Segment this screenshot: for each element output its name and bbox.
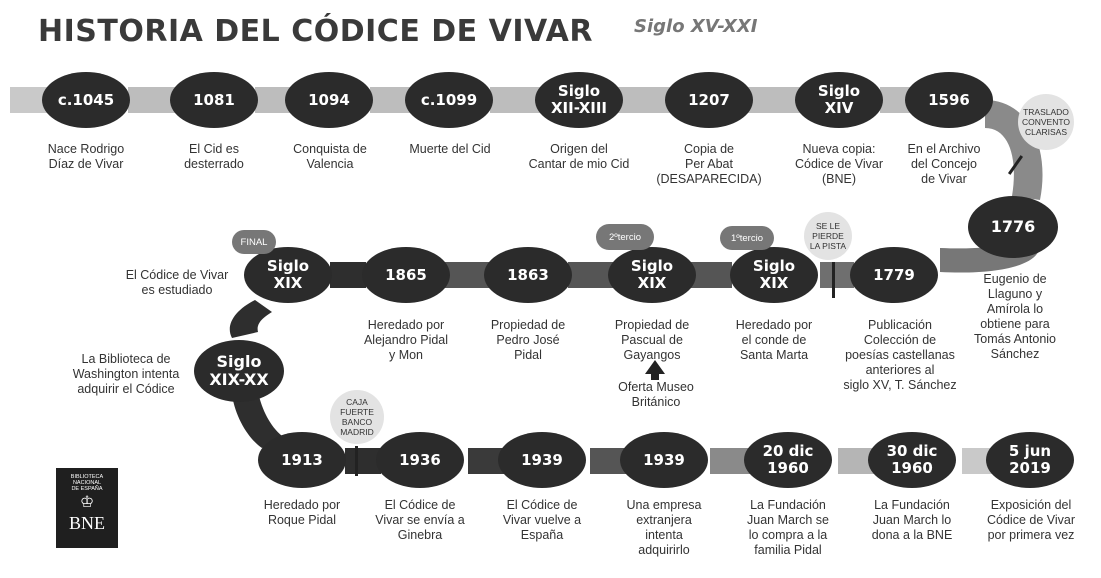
tag-segundo-tercio: 2ºtercio (596, 224, 654, 250)
band-segment (618, 87, 674, 113)
event-ellipse: c.1099 (405, 72, 493, 128)
event-ellipse: 1776 (968, 196, 1058, 258)
event-caption: Una empresa extranjera intenta adquirirl… (626, 498, 702, 557)
event-caption: Heredado por Alejandro Pidal y Mon (363, 318, 449, 362)
event-caption: La Fundación Juan March se lo compra a l… (747, 498, 829, 557)
event-ellipse: 1596 (905, 72, 993, 128)
crown-icon: ♔ (79, 494, 95, 511)
event-caption: El Códice de Vivar vuelve a España (502, 498, 582, 542)
event-caption: Exposición del Códice de Vivar por prime… (986, 498, 1075, 542)
note-traslado: TRASLADO CONVENTO CLARISAS (1018, 94, 1074, 150)
event-ellipse: Siglo XIX-XX (194, 340, 284, 402)
event-ellipse: 30 dic 1960 (868, 432, 956, 488)
tick-marker (832, 262, 835, 298)
event-ellipse: 1863 (484, 247, 572, 303)
event-caption: Heredado por el conde de Santa Marta (735, 318, 813, 362)
event-ellipse: 1865 (362, 247, 450, 303)
event-caption: El Cid es desterrado (184, 142, 244, 171)
event-ellipse: 1081 (170, 72, 258, 128)
event-caption: Publicación Colección de poesías castell… (843, 318, 957, 392)
event-caption: Eugenio de Llaguno y Amírola lo obtiene … (974, 272, 1056, 361)
event-ellipse: Siglo XIX (244, 247, 332, 303)
event-caption: Copia de Per Abat (DESAPARECIDA) (656, 142, 762, 186)
note-caja-fuerte: CAJA FUERTE BANCO MADRID (330, 390, 384, 444)
event-caption: El Códice de Vivar se envía a Ginebra (375, 498, 465, 542)
band-segment (690, 262, 732, 288)
event-ellipse: 1207 (665, 72, 753, 128)
band-segment (330, 262, 366, 288)
event-caption: El Códice de Vivar es estudiado (125, 268, 229, 297)
event-caption: Conquista de Valencia (293, 142, 367, 171)
page-title: HISTORIA DEL CÓDICE DE VIVAR (38, 14, 593, 49)
event-ellipse: Siglo XIV (795, 72, 883, 128)
event-ellipse: 1094 (285, 72, 373, 128)
oferta-arrow (645, 360, 665, 380)
logo-text-bne: BNE (69, 513, 105, 533)
band-curve-left (229, 300, 272, 338)
tick-marker (355, 446, 358, 476)
tag-primer-tercio: 1ºtercio (720, 226, 774, 250)
logo-text-small: BIBLIOTECA NACIONAL DE ESPAÑA (70, 474, 104, 492)
event-caption: Muerte del Cid (409, 142, 491, 156)
event-ellipse: c.1045 (42, 72, 130, 128)
band-segment (820, 262, 854, 288)
event-ellipse: 1779 (850, 247, 938, 303)
event-ellipse: 1939 (620, 432, 708, 488)
tag-final: FINAL (232, 230, 276, 254)
event-ellipse: 1939 (498, 432, 586, 488)
event-ellipse: 20 dic 1960 (744, 432, 832, 488)
note-pierde-pista: SE LE PIERDE LA PISTA (804, 212, 852, 260)
event-ellipse: Siglo XII-XIII (535, 72, 623, 128)
event-ellipse: Siglo XIX (730, 247, 818, 303)
band-curve-left-lower (232, 392, 282, 448)
event-ellipse: 1936 (376, 432, 464, 488)
event-ellipse: 1913 (258, 432, 346, 488)
page-subtitle: Siglo XV-XXI (634, 16, 758, 37)
event-caption: Nueva copia: Códice de Vivar (BNE) (794, 142, 883, 186)
event-caption: La Fundación Juan March lo dona a la BNE (871, 498, 953, 542)
oferta-caption: Oferta Museo Británico (618, 380, 694, 409)
bne-logo: BIBLIOTECA NACIONAL DE ESPAÑA ♔ BNE (56, 468, 118, 548)
event-caption: Propiedad de Pascual de Gayangos (614, 318, 690, 362)
event-ellipse: Siglo XIX (608, 247, 696, 303)
event-caption: Nace Rodrigo Díaz de Vivar (47, 142, 125, 171)
band-segment (442, 262, 490, 288)
event-caption: En el Archivo del Concejo de Vivar (907, 142, 981, 186)
event-caption: Origen del Cantar de mio Cid (528, 142, 630, 171)
band-segment (345, 448, 381, 474)
event-caption: Heredado por Roque Pidal (263, 498, 341, 527)
event-ellipse: 5 jun 2019 (986, 432, 1074, 488)
event-caption: Propiedad de Pedro José Pidal (490, 318, 566, 362)
band-segment (490, 87, 542, 113)
event-caption: La Biblioteca de Washington intenta adqu… (72, 352, 180, 396)
